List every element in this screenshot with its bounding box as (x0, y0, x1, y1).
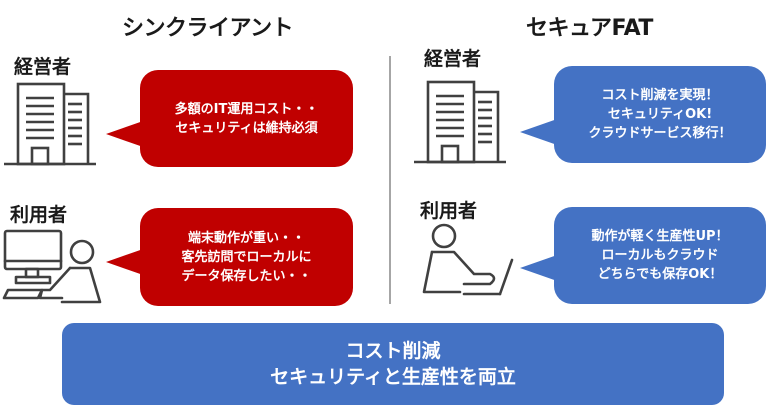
column-divider (389, 56, 391, 304)
right-manager-speech-bubble: コスト削減を実現！ セキュリティOK! クラウドサービス移行！ (554, 66, 766, 163)
left-manager-speech-bubble: 多額のIT運用コスト・・ セキュリティは維持必須 (140, 70, 353, 167)
thin-client-title: シンクライアント (122, 16, 294, 41)
bubble-line: クラウドサービス移行！ (588, 126, 732, 141)
office-building-icon (414, 78, 506, 164)
right-manager-bubble-tail (520, 118, 560, 146)
left-user-speech-bubble: 端末動作が重い・・ 客先訪問でローカルに データ保存したい・・ (140, 208, 353, 306)
secure-fat-title: セキュアFAT (526, 16, 653, 41)
bubble-line: ローカルもクラウド (601, 248, 719, 263)
person-at-desktop-icon (2, 228, 110, 306)
bubble-line: セキュリティOK! (607, 107, 713, 122)
right-manager-label: 経営者 (424, 48, 482, 70)
bubble-line: 端末動作が重い・・ (187, 230, 305, 246)
right-user-speech-bubble: 動作が軽く生産性UP！ ローカルもクラウド どちらでも保存OK！ (554, 207, 766, 304)
right-user-label: 利用者 (420, 200, 478, 222)
bubble-line: データ保存したい・・ (181, 268, 312, 284)
left-user-label: 利用者 (10, 204, 68, 226)
summary-line: セキュリティと生産性を両立 (270, 366, 516, 388)
bubble-line: どちらでも保存OK！ (597, 267, 723, 282)
bubble-line: セキュリティは維持必須 (175, 120, 318, 136)
bubble-line: 動作が軽く生産性UP！ (591, 229, 729, 244)
summary-banner: コスト削減 セキュリティと生産性を両立 (62, 323, 724, 405)
bubble-line: 多額のIT運用コスト・・ (174, 101, 319, 117)
bubble-line: コスト削減を実現！ (601, 88, 719, 103)
person-at-laptop-icon (420, 222, 520, 302)
left-manager-label: 経営者 (14, 56, 72, 78)
summary-line: コスト削減 (345, 340, 441, 362)
right-user-bubble-tail (520, 254, 560, 282)
bubble-line: 客先訪問でローカルに (181, 249, 312, 265)
office-building-icon (4, 80, 96, 166)
left-user-bubble-tail (106, 248, 146, 276)
left-manager-bubble-tail (106, 120, 146, 148)
